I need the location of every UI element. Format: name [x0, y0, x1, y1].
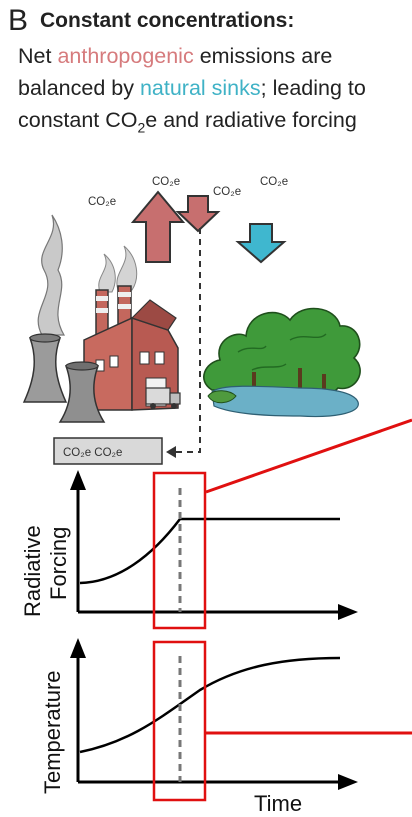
y-axis-label-radiative: Radiative: [20, 525, 45, 617]
co2e-label: CO₂e: [152, 176, 180, 188]
zoom-connector-top: [205, 418, 412, 494]
anthropogenic-highlight: anthropogenic: [57, 44, 194, 68]
cooling-tower-icon: [22, 337, 68, 403]
smoke-plume-icon: [37, 214, 66, 336]
caption-text: emissions are balanced by: [18, 44, 333, 100]
caption-text: e and radiative forcing: [145, 108, 357, 132]
dashed-flow-line: [172, 228, 201, 453]
panel-caption: Net anthropogenic emissions are balanced…: [18, 40, 408, 143]
forest-icon: [203, 307, 361, 418]
y-axis-label-forcing: Forcing: [46, 527, 71, 600]
x-axis-label-time: Time: [254, 791, 302, 816]
subscript-2: 2: [137, 119, 146, 136]
co2e-stock-box: [53, 437, 163, 465]
co2e-label: CO₂e: [213, 186, 241, 198]
caption-text: Net: [18, 44, 58, 68]
caption-text: ; leading to constant CO: [18, 76, 366, 132]
emission-up-arrow: [130, 190, 186, 263]
temperature-plot: [70, 638, 358, 802]
smoke-plume-icon: [98, 253, 116, 293]
co2e-label: CO₂e: [260, 176, 288, 188]
dashed-arrowhead: [166, 446, 176, 458]
y-axis-label-temperature: Temperature: [40, 670, 65, 794]
panel-heading: Constant concentrations:: [40, 9, 295, 32]
truck-icon: [145, 387, 181, 409]
panel-letter: B: [8, 4, 29, 37]
co2e-stock-label: CO₂e CO₂e: [63, 447, 122, 459]
cooling-tower-icon: [58, 365, 106, 423]
return-down-arrow: [175, 195, 221, 233]
smoke-plume-icon: [116, 245, 138, 291]
radiative-forcing-plot: [70, 470, 358, 630]
natural-sinks-highlight: natural sinks: [139, 76, 261, 100]
sink-down-arrow: [235, 223, 287, 264]
co2e-label: CO₂e: [88, 196, 116, 208]
